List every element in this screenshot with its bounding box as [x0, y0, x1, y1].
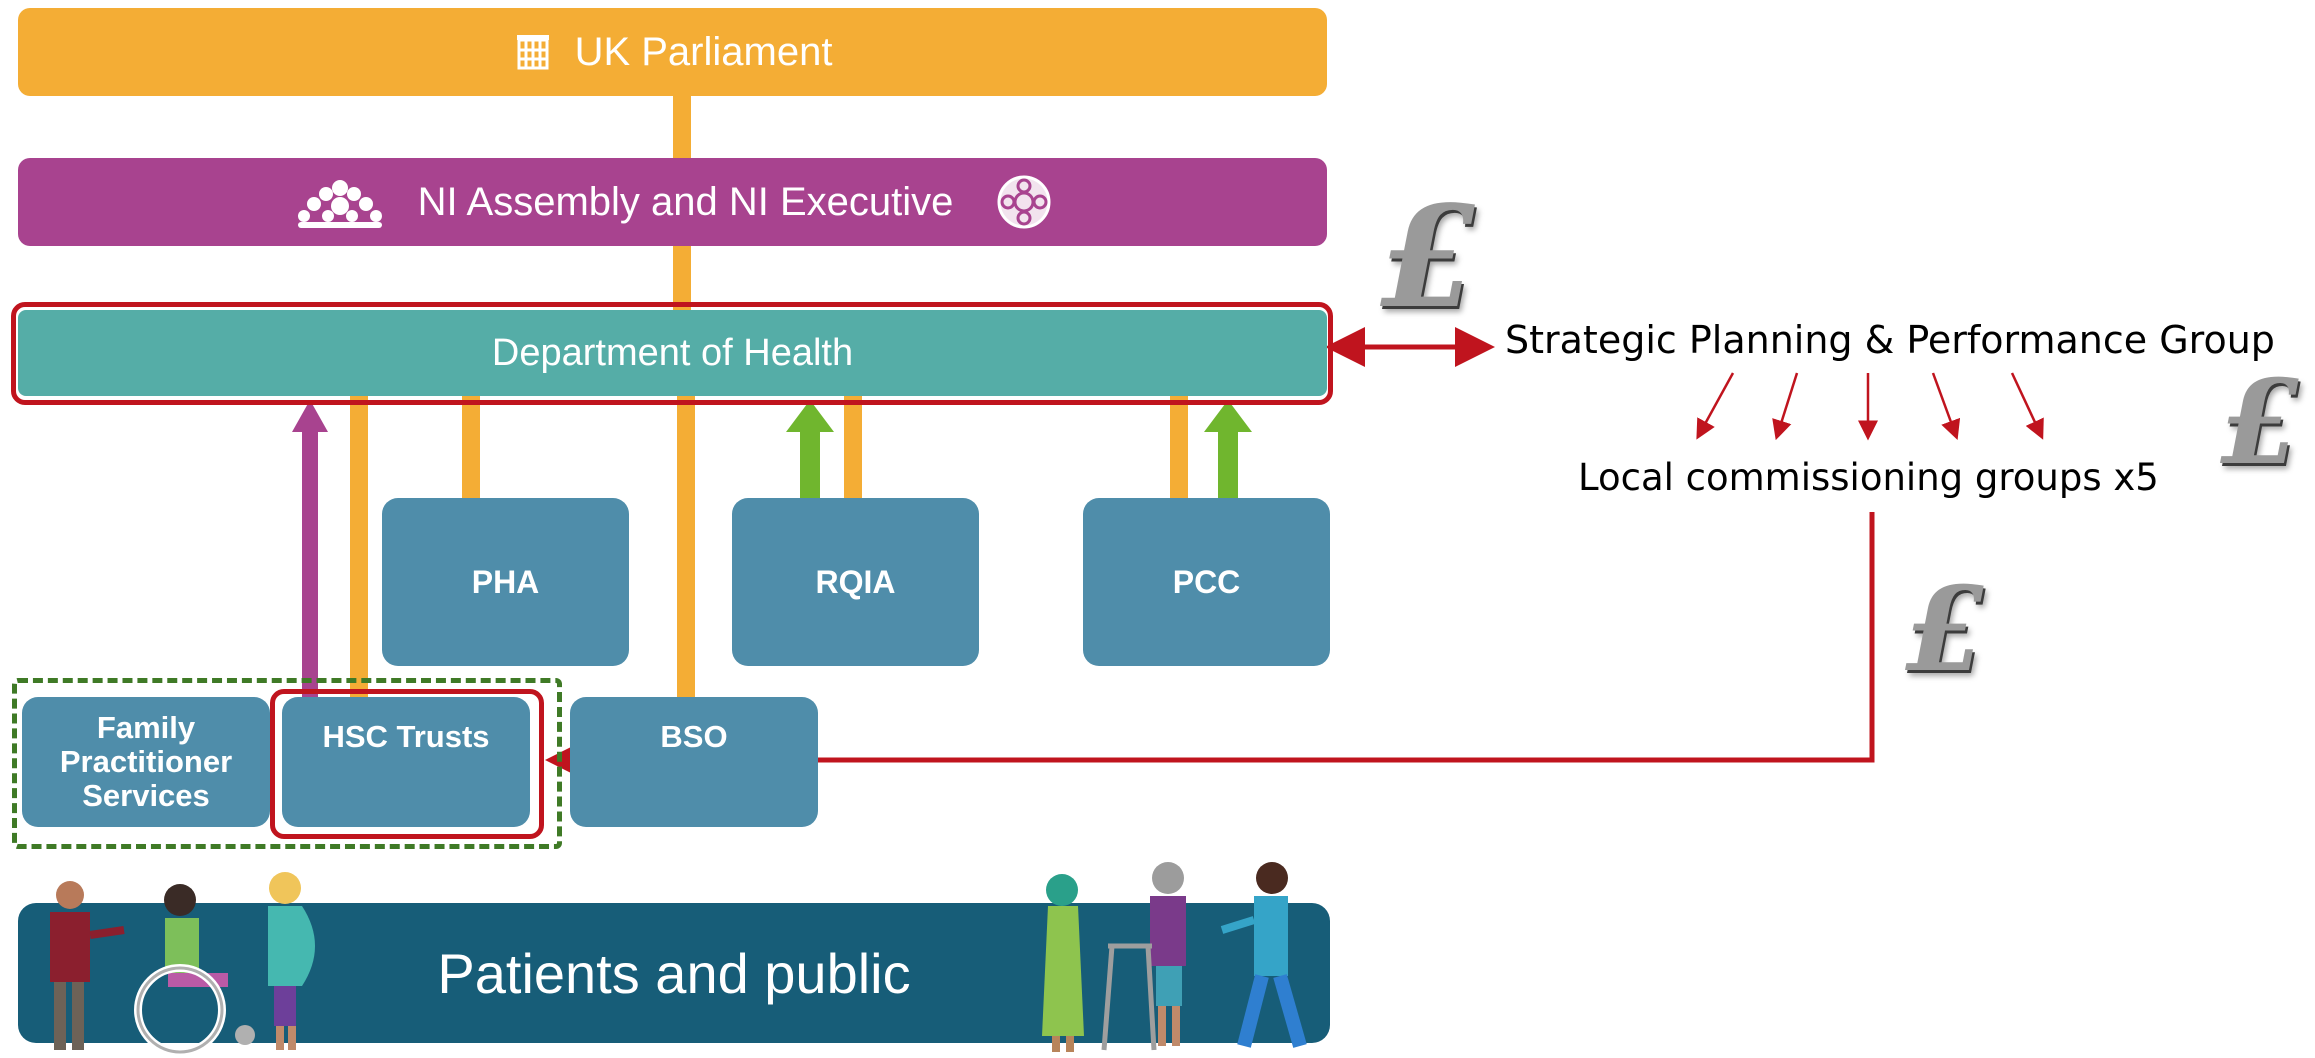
- ni-assembly-bar: NI Assembly and NI Executive: [18, 158, 1327, 246]
- pha-box: PHA: [382, 498, 629, 666]
- purple-arrow-head: [292, 400, 328, 432]
- portcullis-icon: [516, 35, 549, 70]
- fan-arrow-4: [1931, 372, 1961, 441]
- funding-line: [545, 512, 1875, 780]
- rqia-box: RQIA: [732, 498, 979, 666]
- front-line-services-group: [12, 678, 562, 849]
- family-practitioner-services-label: Family Practitioner Services: [59, 710, 233, 813]
- trunk-line-middle: [673, 246, 691, 310]
- pound-icon: £: [2220, 355, 2301, 491]
- purple-arrow-shaft: [302, 430, 318, 697]
- pcc-label: PCC: [1172, 563, 1241, 600]
- bso-box: BSO: [570, 697, 818, 827]
- rqia-green-arrow-head: [786, 400, 834, 432]
- local-commissioning-groups-label: Local commissioning groups x5: [1578, 456, 2159, 499]
- department-of-health-highlight: [11, 302, 1333, 405]
- executive-emblem-icon: [997, 175, 1051, 229]
- uk-parliament-label: UK Parliament: [574, 29, 833, 74]
- department-of-health-label: Department of Health: [491, 331, 854, 374]
- hsc-trusts-box: HSC Trusts: [282, 697, 530, 827]
- assembly-flax-emblem-icon: [297, 180, 382, 228]
- rqia-label: RQIA: [815, 563, 896, 600]
- patients-and-public-label: Patients and public: [437, 941, 911, 1005]
- pound-icon: £: [1905, 562, 1986, 698]
- ni-assembly-label: NI Assembly and NI Executive: [417, 179, 954, 224]
- hsc-line: [350, 396, 368, 697]
- family-practitioner-services-box: Family Practitioner Services: [22, 697, 270, 827]
- fan-arrow-5: [2010, 372, 2044, 440]
- strategic-planning-group-label: Strategic Planning & Performance Group: [1505, 318, 2275, 362]
- pcc-line: [1170, 396, 1188, 498]
- hsc-trusts-label: HSC Trusts: [322, 719, 490, 754]
- patients-and-public-bar: Patients and public: [18, 903, 1330, 1043]
- trunk-line-upper: [673, 96, 691, 158]
- department-of-health-bar: Department of Health: [18, 310, 1327, 396]
- uk-parliament-bar: UK Parliament: [18, 8, 1327, 96]
- rqia-line: [844, 396, 862, 498]
- bso-trunk-line: [677, 396, 695, 697]
- pha-line: [462, 396, 480, 498]
- fan-arrow-1: [1696, 372, 1735, 440]
- fan-arrow-2: [1772, 372, 1799, 441]
- hsc-trusts-highlight: [270, 689, 544, 839]
- pcc-green-arrow-head: [1204, 400, 1252, 432]
- pcc-box: PCC: [1083, 498, 1330, 666]
- pcc-green-arrow-shaft: [1218, 430, 1238, 498]
- rqia-green-arrow-shaft: [800, 430, 820, 498]
- pound-icon: £: [1380, 176, 1478, 340]
- pha-label: PHA: [471, 563, 540, 600]
- bso-label: BSO: [660, 719, 728, 754]
